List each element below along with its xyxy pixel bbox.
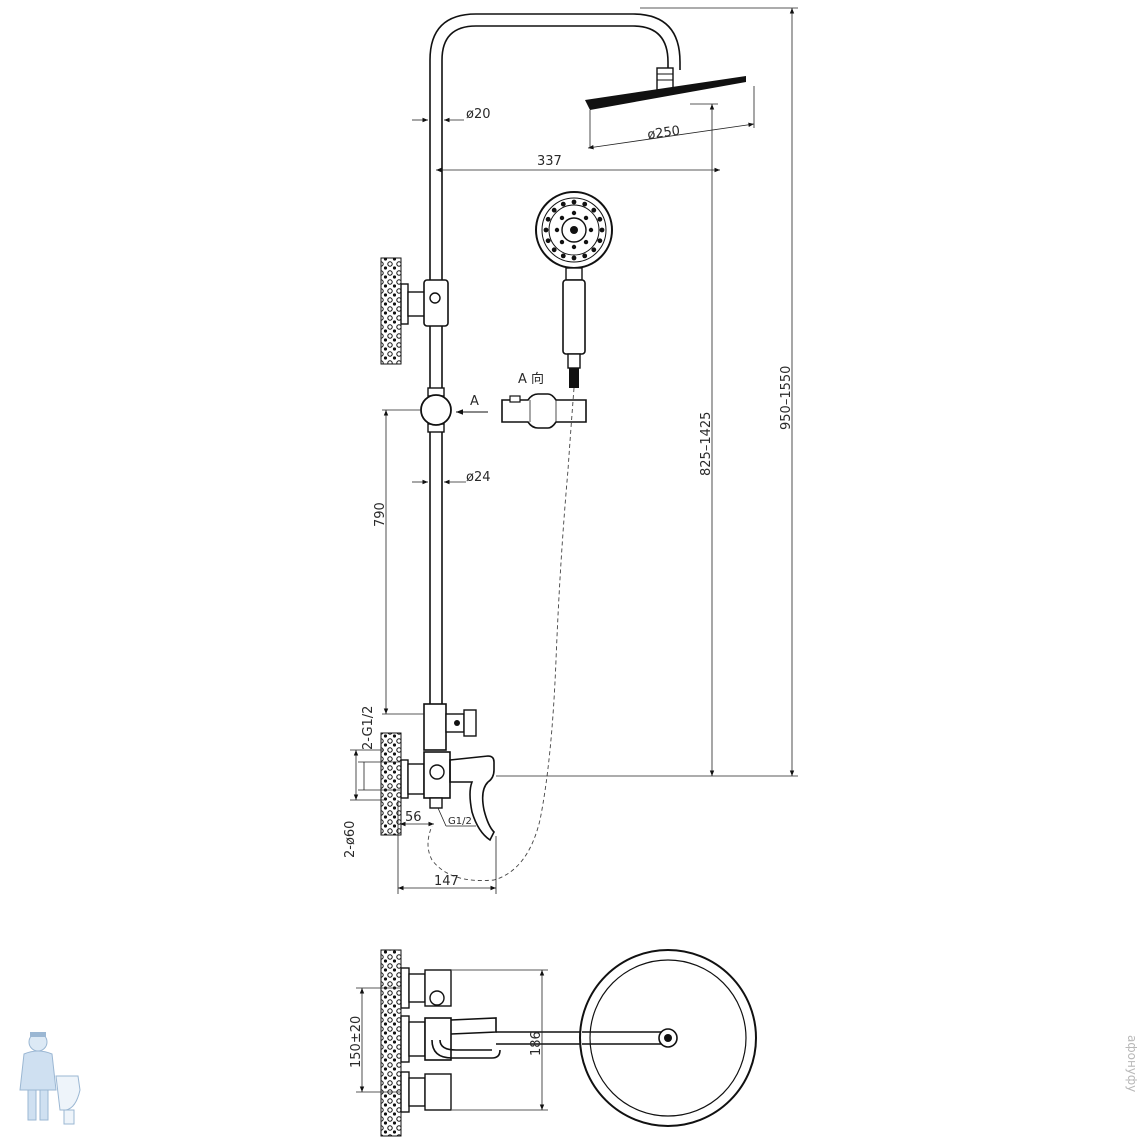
nozzle-dot	[571, 210, 577, 216]
bottom-wall-section	[380, 949, 402, 1137]
nozzle-dot	[554, 227, 560, 233]
diverter-tee	[423, 703, 477, 751]
dim-head-diameter: ø250	[646, 124, 681, 143]
nozzle-dot	[591, 207, 597, 213]
nozzle-dot	[591, 247, 597, 253]
mixer-body	[400, 751, 495, 842]
nozzle-dot	[583, 215, 589, 221]
nozzle-dot	[571, 244, 577, 250]
nozzle-dot	[571, 199, 577, 205]
nozzle-dot	[560, 201, 566, 207]
dim-offset: 56	[405, 810, 422, 825]
nozzle-dot	[582, 201, 588, 207]
dim-pipe-diameter: ø20	[466, 107, 491, 122]
nozzle-dot	[543, 227, 549, 233]
nozzle-dot	[597, 216, 603, 222]
hand-shower	[535, 191, 613, 388]
dim-escutcheon-diameter: 2-ø60	[343, 821, 358, 858]
nozzle-dot	[559, 239, 565, 245]
slider-detail-view	[501, 393, 587, 429]
rain-shower-head	[585, 67, 746, 148]
top-view-dimensions: 150±20 186	[349, 969, 548, 1111]
nozzle-dot	[582, 253, 588, 259]
nozzle-dot	[545, 216, 551, 222]
dim-rail-diameter: ø24	[466, 470, 491, 485]
view-direction-arrow: A A 向	[456, 371, 544, 415]
nozzle-dot	[597, 238, 603, 244]
nozzle-dot	[551, 247, 557, 253]
dimension-lines: ø20 ø250 337 950–1550 825–1425 790 ø24 2…	[343, 7, 798, 894]
nozzle-dot	[560, 253, 566, 259]
nozzle-dot	[588, 227, 594, 233]
view-arrow-label: A	[470, 394, 479, 409]
nozzle-dot	[551, 207, 557, 213]
top-view	[400, 949, 757, 1127]
nozzle-dot	[559, 215, 565, 221]
upper-wall-section	[380, 257, 402, 365]
dim-depth: 147	[434, 874, 459, 889]
nozzle-dot	[583, 239, 589, 245]
dim-rail-length: 790	[373, 502, 388, 527]
dim-arm-length: 337	[537, 154, 562, 169]
dim-centers: 150±20	[349, 1016, 364, 1068]
dim-head-height: 825–1425	[699, 412, 714, 476]
nozzle-dot	[599, 227, 605, 233]
dim-body-height: 186	[529, 1031, 544, 1056]
dim-outlet-thread: G1/2	[448, 816, 472, 827]
nozzle-dot	[571, 255, 577, 261]
watermark-text: афонуфу	[1125, 1035, 1139, 1092]
upper-wall-bracket	[400, 279, 449, 327]
rail-slider	[420, 387, 452, 433]
hose	[427, 387, 575, 881]
nozzle-dot	[545, 238, 551, 244]
dim-total-height: 950–1550	[779, 366, 794, 430]
view-label: A 向	[518, 371, 544, 387]
dim-inlet-thread: 2-G1/2	[361, 706, 376, 750]
plumber-logo	[19, 1032, 81, 1125]
